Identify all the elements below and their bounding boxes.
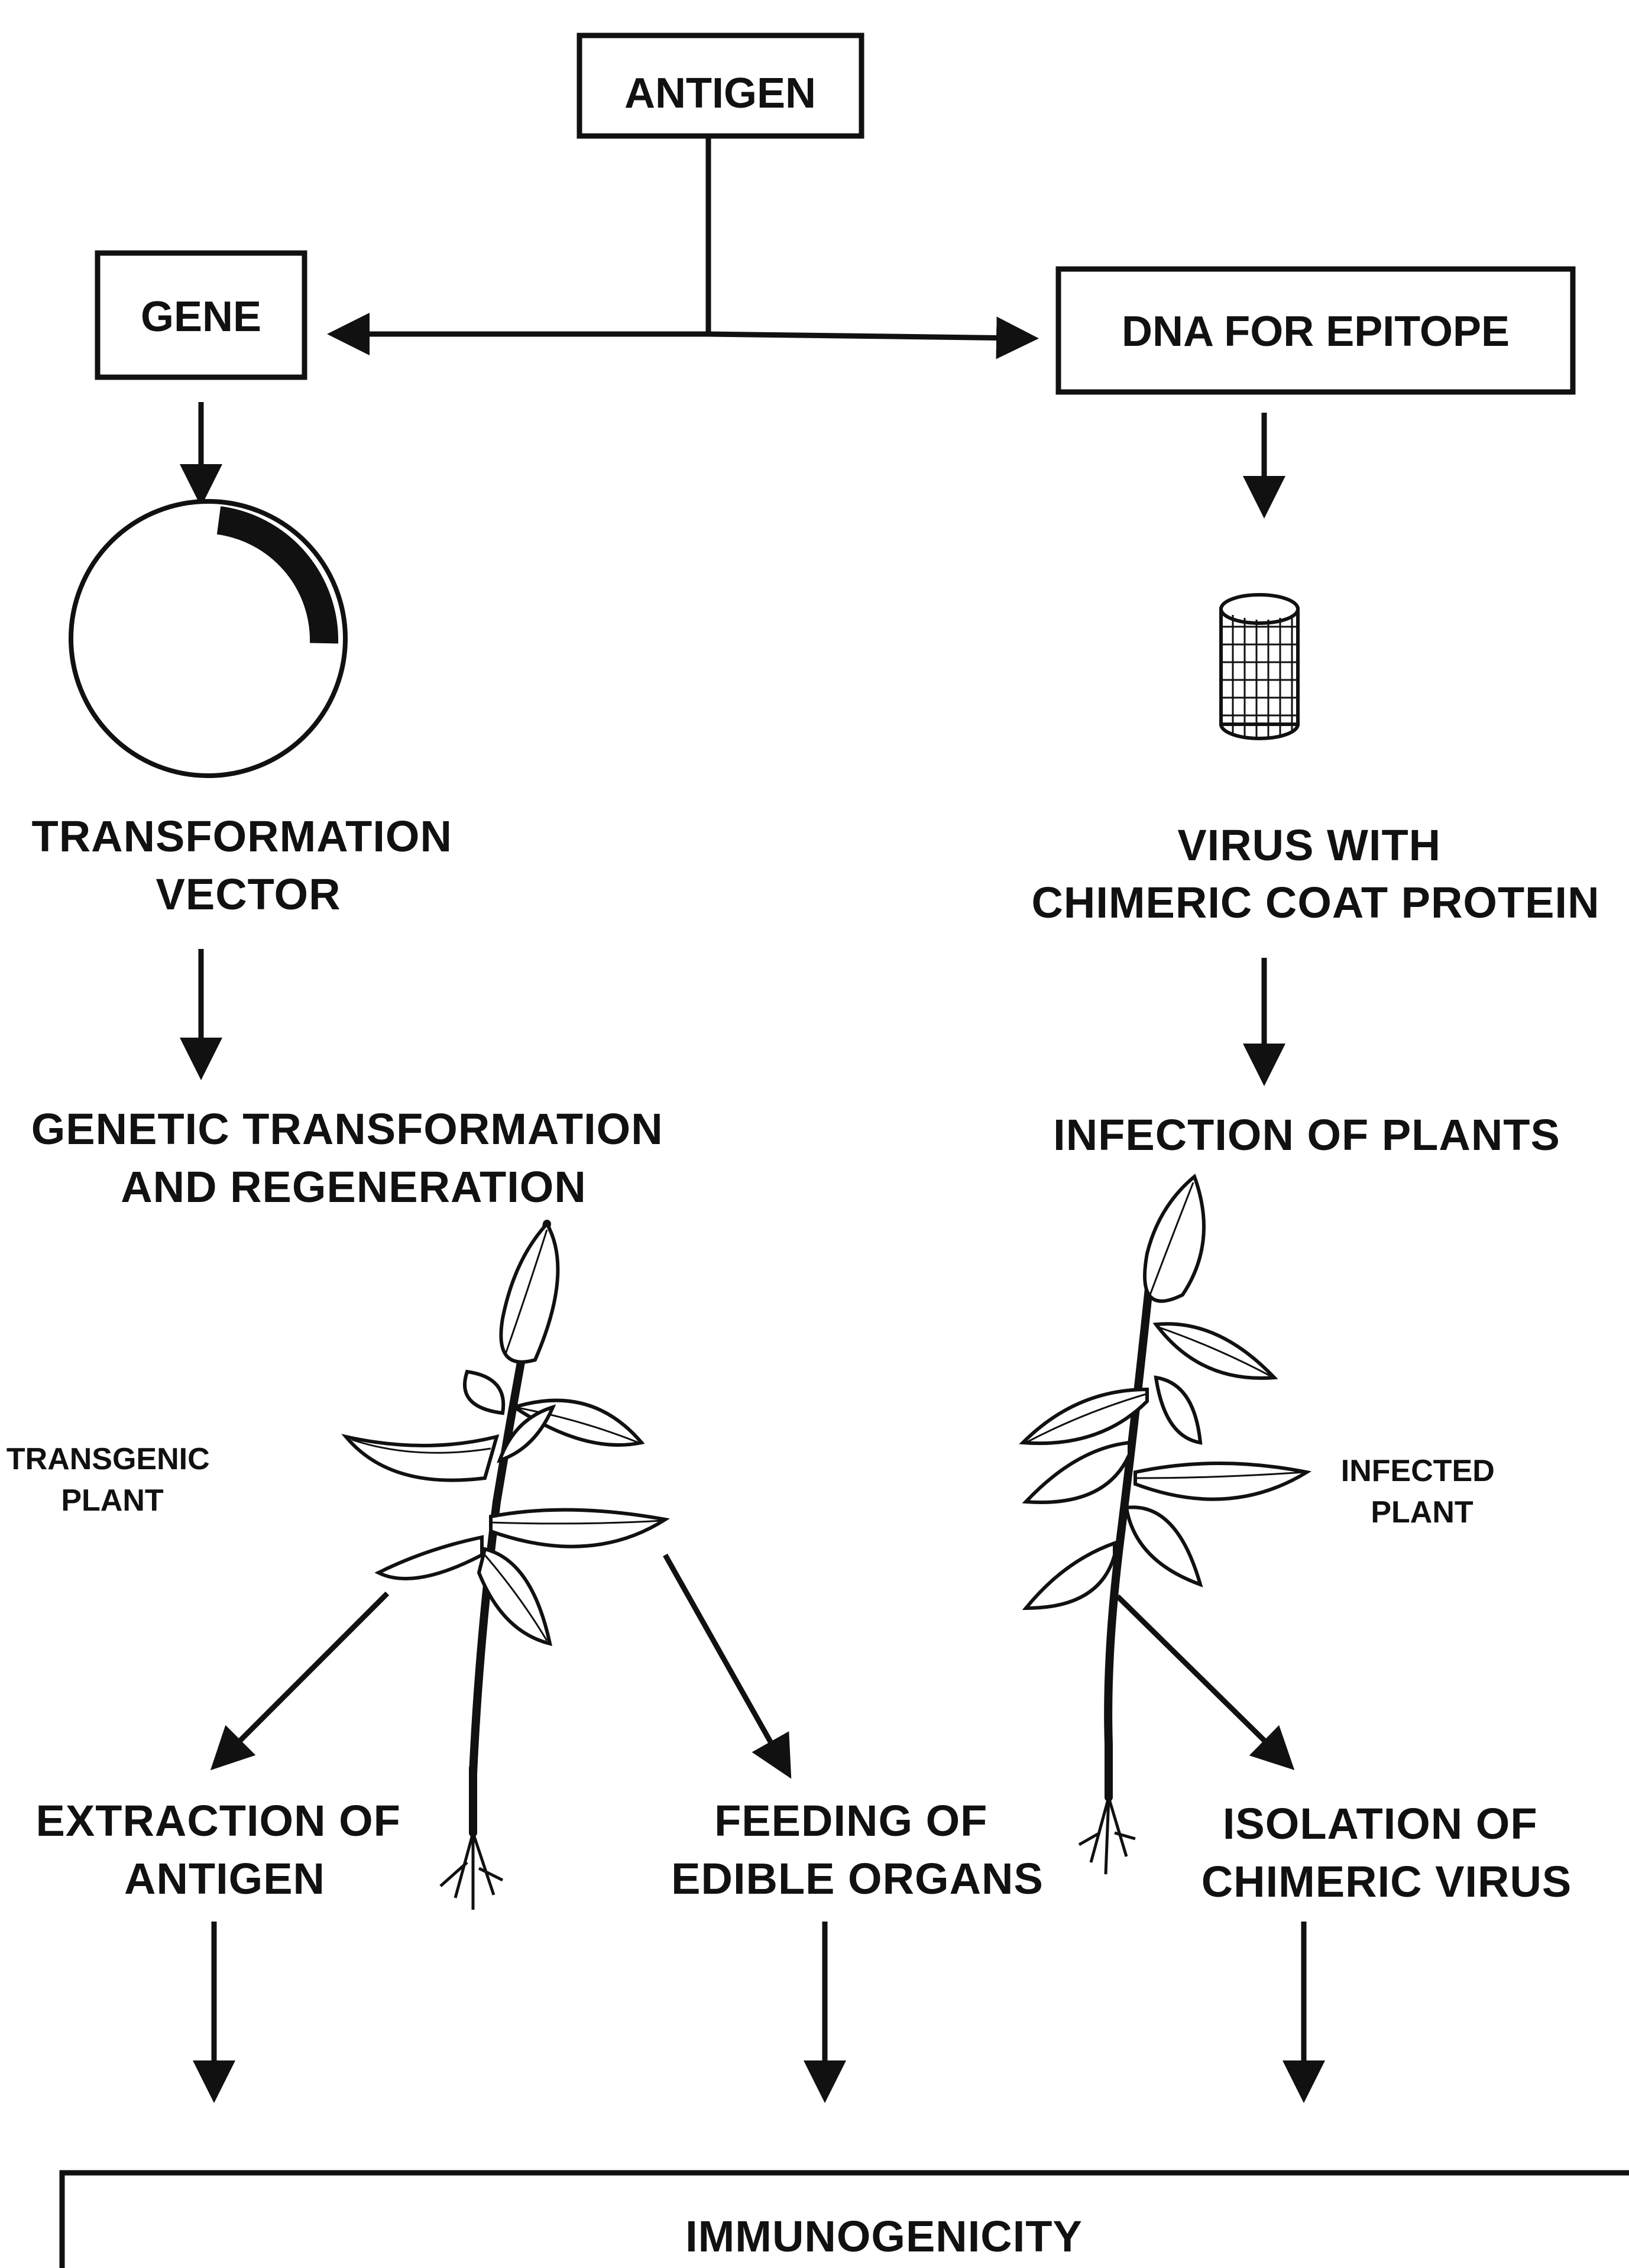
to-extraction-arrow (222, 1593, 387, 1759)
transformation-vector-line-1: TRANSFORMATION (32, 812, 452, 861)
feeding-line-1: FEEDING OF (714, 1796, 987, 1845)
isolation-line-1: ISOLATION OF (1223, 1799, 1538, 1848)
infected-plant-line-2: PLANT (1371, 1495, 1473, 1530)
dna-for-epitope-box-label: DNA FOR EPITOPE (1122, 308, 1510, 355)
extraction-line-1: EXTRACTION OF (36, 1796, 401, 1845)
gene-box-label: GENE (141, 293, 261, 341)
transgenic-plant-line-1: TRANSGENIC (7, 1442, 210, 1476)
feeding-of-edible-organs-label: FEEDING OF EDIBLE ORGANS (671, 1796, 1044, 1903)
isolation-line-2: CHIMERIC VIRUS (1201, 1857, 1572, 1906)
genetic-transformation-line-1: GENETIC TRANSFORMATION (31, 1104, 663, 1154)
immunogenicity-box-label: IMMUNOGENICITY (685, 2212, 1083, 2261)
antigen-box: ANTIGEN (579, 35, 862, 136)
extraction-line-2: ANTIGEN (124, 1854, 325, 1903)
genetic-transformation-label: GENETIC TRANSFORMATION AND REGENERATION (31, 1104, 676, 1211)
plasmid-icon (71, 501, 345, 776)
to-feeding-arrow (665, 1555, 783, 1765)
infected-plant-label: INFECTED PLANT (1341, 1454, 1503, 1530)
infected-plant-line-1: INFECTED (1341, 1454, 1495, 1488)
infected-plant-illustration (1023, 1177, 1307, 1874)
gene-box: GENE (98, 253, 305, 377)
isolation-of-chimeric-virus-label: ISOLATION OF CHIMERIC VIRUS (1201, 1799, 1572, 1906)
immunogenicity-box: IMMUNOGENICITY (62, 2173, 1629, 2268)
transgenic-plant-line-2: PLANT (61, 1483, 164, 1518)
virus-icon (1221, 595, 1298, 738)
antigen-box-label: ANTIGEN (624, 70, 816, 117)
transgenic-plant-label: TRANSGENIC PLANT (7, 1442, 218, 1518)
antigen-branch-arrows (343, 136, 1023, 338)
transformation-vector-label: TRANSFORMATION VECTOR (32, 812, 465, 919)
feeding-line-2: EDIBLE ORGANS (671, 1854, 1044, 1903)
infection-of-plants-label: INFECTION OF PLANTS (1053, 1110, 1560, 1159)
virus-label-line-2: CHIMERIC COAT PROTEIN (1031, 878, 1599, 927)
extraction-of-antigen-label: EXTRACTION OF ANTIGEN (36, 1796, 414, 1903)
infection-of-plants-line-1: INFECTION OF PLANTS (1053, 1110, 1560, 1159)
virus-label-line-1: VIRUS WITH (1177, 821, 1441, 870)
virus-label: VIRUS WITH CHIMERIC COAT PROTEIN (1031, 821, 1599, 927)
transformation-vector-line-2: VECTOR (156, 870, 341, 919)
to-isolation-arrow (1118, 1596, 1283, 1759)
dna-for-epitope-box: DNA FOR EPITOPE (1058, 269, 1573, 392)
genetic-transformation-line-2: AND REGENERATION (121, 1162, 587, 1211)
